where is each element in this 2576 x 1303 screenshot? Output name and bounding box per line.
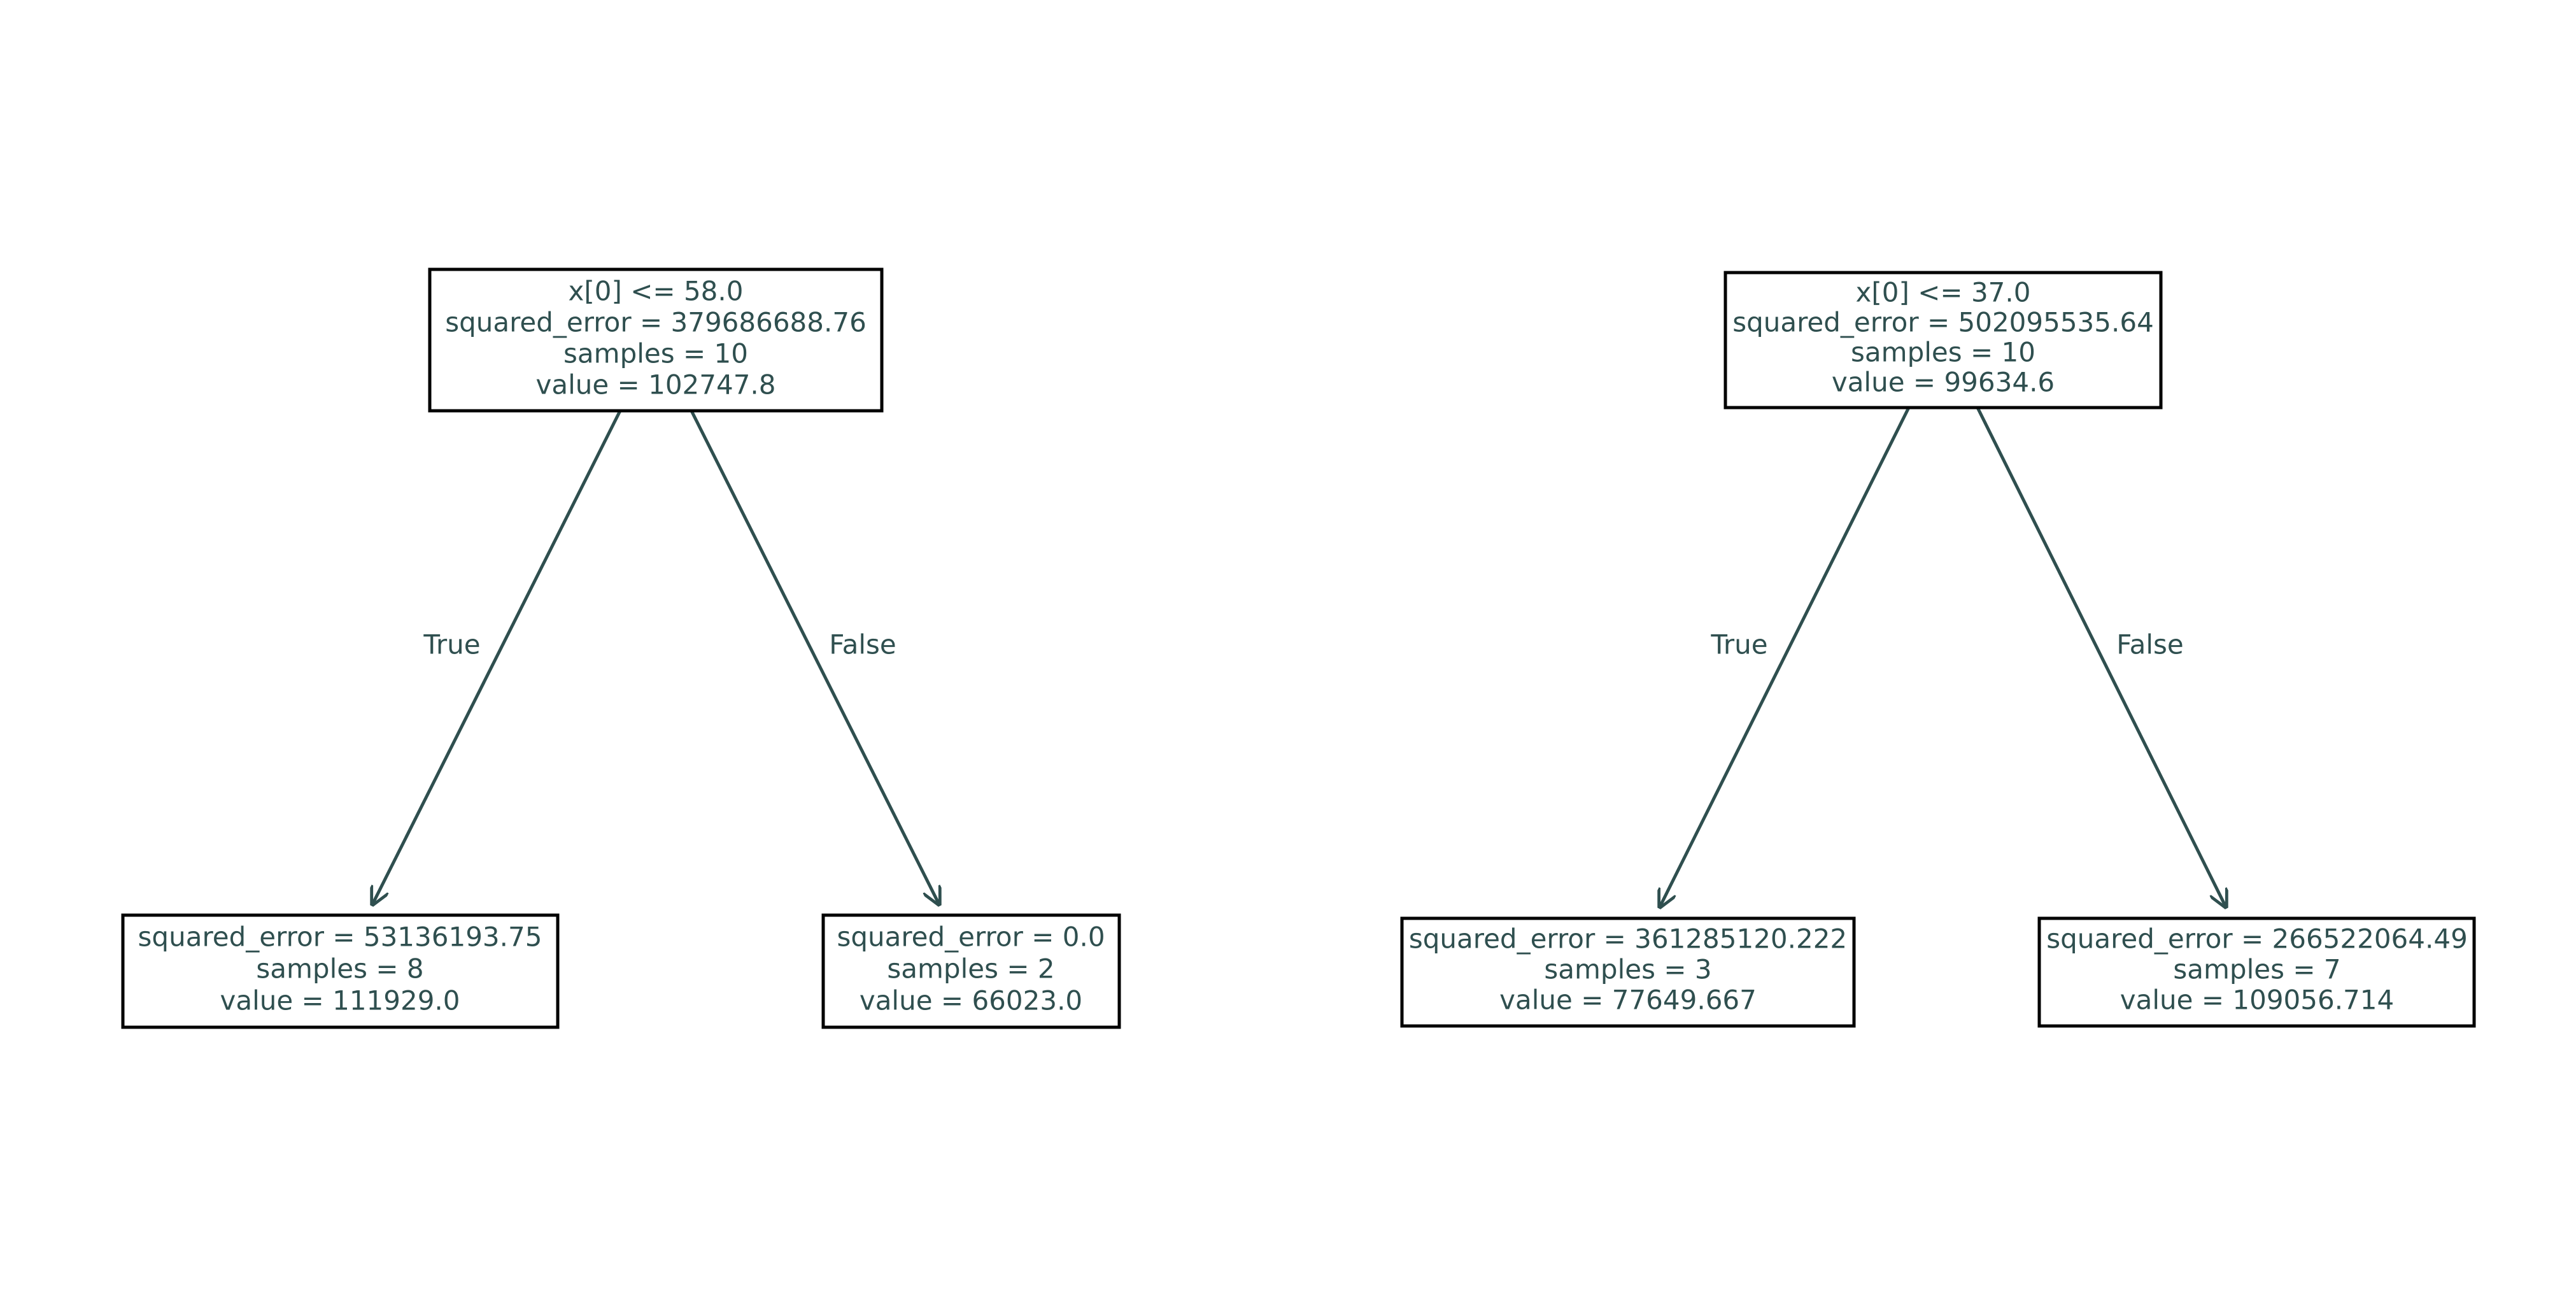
- tree-2-edge-label-false: False: [2116, 629, 2183, 660]
- tree-2-left-line-2: samples = 3: [1544, 954, 1711, 985]
- tree-1-right-line-2: samples = 2: [887, 953, 1054, 985]
- tree-1-right-line-3: value = 66023.0: [860, 985, 1082, 1016]
- tree-1-edge-true: [372, 408, 623, 904]
- tree-2-root-line-1: x[0] <= 37.0: [1856, 277, 2031, 308]
- tree-2-left-line-3: value = 77649.667: [1499, 985, 1757, 1016]
- tree-2-right-line-2: samples = 7: [2173, 954, 2340, 985]
- tree-2-right-leaf-node: squared_error = 266522064.49 samples = 7…: [2037, 916, 2476, 1028]
- tree-2: True False x[0] <= 37.0 squared_error = …: [1400, 271, 2476, 1028]
- tree-1-left-line-1: squared_error = 53136193.75: [138, 922, 542, 953]
- tree-2-root-node: x[0] <= 37.0 squared_error = 502095535.6…: [1723, 271, 2163, 409]
- tree-1-root-line-1: x[0] <= 58.0: [569, 276, 744, 307]
- tree-2-left-line-1: squared_error = 361285120.222: [1409, 923, 1847, 955]
- tree-2-root-line-2: squared_error = 502095535.64: [1732, 307, 2154, 338]
- tree-1-edge-false: [689, 408, 939, 904]
- tree-1-edge-label-true: True: [423, 629, 480, 660]
- tree-2-edge-true: [1660, 406, 1911, 907]
- tree-2-edge-false: [1976, 406, 2226, 907]
- tree-1: True False x[0] <= 58.0 squared_error = …: [121, 267, 1121, 1029]
- tree-1-right-leaf-node: squared_error = 0.0 samples = 2 value = …: [821, 913, 1121, 1029]
- tree-1-left-line-2: samples = 8: [256, 953, 423, 985]
- tree-1-root-line-3: samples = 10: [563, 338, 748, 369]
- tree-2-root-line-4: value = 99634.6: [1832, 367, 2055, 398]
- tree-2-right-line-3: value = 109056.714: [2120, 985, 2394, 1016]
- tree-1-root-node: x[0] <= 58.0 squared_error = 379686688.7…: [428, 267, 884, 413]
- tree-1-left-line-3: value = 111929.0: [220, 985, 460, 1016]
- tree-2-right-line-1: squared_error = 266522064.49: [2046, 923, 2468, 955]
- tree-1-root-line-4: value = 102747.8: [535, 369, 775, 401]
- tree-1-right-line-1: squared_error = 0.0: [837, 922, 1105, 953]
- tree-1-left-leaf-node: squared_error = 53136193.75 samples = 8 …: [121, 913, 560, 1029]
- tree-2-root-line-3: samples = 10: [1851, 337, 2035, 368]
- tree-1-edge-label-false: False: [829, 629, 896, 660]
- tree-2-edge-label-true: True: [1710, 629, 1767, 660]
- tree-2-left-leaf-node: squared_error = 361285120.222 samples = …: [1400, 916, 1856, 1028]
- tree-1-root-line-2: squared_error = 379686688.76: [445, 307, 867, 338]
